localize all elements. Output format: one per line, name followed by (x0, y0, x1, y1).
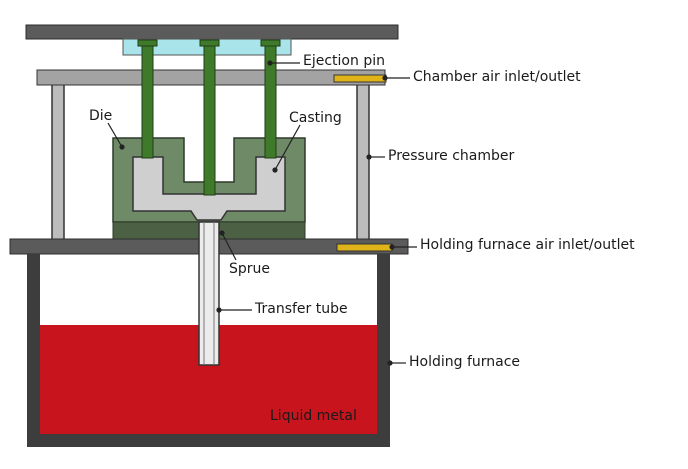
leader-holding-furnace-dot (387, 360, 393, 366)
chamber-right-wall (356, 83, 370, 241)
furnace-left-wall (27, 254, 40, 447)
furnace-right-wall (377, 254, 390, 447)
leader-chamber-air-dot (382, 75, 388, 81)
ejection-pin-middle-cap (199, 39, 220, 47)
ejection-pin-left-cap (137, 39, 158, 47)
ejection-pin-right-cap (260, 39, 281, 47)
label-sprue: Sprue (229, 261, 271, 277)
label-holding-furnace: Holding furnace (409, 354, 521, 370)
chamber-air-inlet (333, 74, 387, 83)
leader-casting (274, 124, 301, 171)
label-casting: Casting (289, 110, 342, 126)
leader-sprue-dot (219, 230, 225, 236)
leader-die (107, 122, 123, 148)
leader-holding-furnace-air-dot (389, 244, 395, 250)
ejection-pin-middle (203, 39, 216, 196)
leader-die-dot (119, 144, 125, 150)
leader-sprue (221, 232, 237, 261)
label-ejection-pin: Ejection pin (303, 53, 385, 69)
furnace-bottom (27, 434, 390, 447)
leader-pressure-chamber-dot (366, 154, 372, 160)
ejection-pin-left (141, 39, 154, 159)
leader-transfer-tube-dot (216, 307, 222, 313)
top-plate (25, 24, 399, 40)
casting (132, 156, 286, 221)
leader-casting-dot (272, 167, 278, 173)
label-pressure-chamber: Pressure chamber (388, 148, 515, 164)
label-chamber-air: Chamber air inlet/outlet (413, 69, 581, 85)
label-liquid-metal: Liquid metal (270, 408, 357, 424)
label-transfer-tube: Transfer tube (255, 301, 348, 317)
leader-lines (107, 60, 417, 366)
ejection-pin-right (264, 39, 277, 159)
holding-furnace-air-inlet (336, 243, 393, 252)
label-die: Die (89, 108, 113, 124)
label-holding-furnace-air: Holding furnace air inlet/outlet (420, 237, 635, 253)
transfer-tube (198, 221, 220, 366)
leader-ejection-pin-dot (267, 60, 273, 66)
chamber-left-wall (51, 83, 65, 241)
